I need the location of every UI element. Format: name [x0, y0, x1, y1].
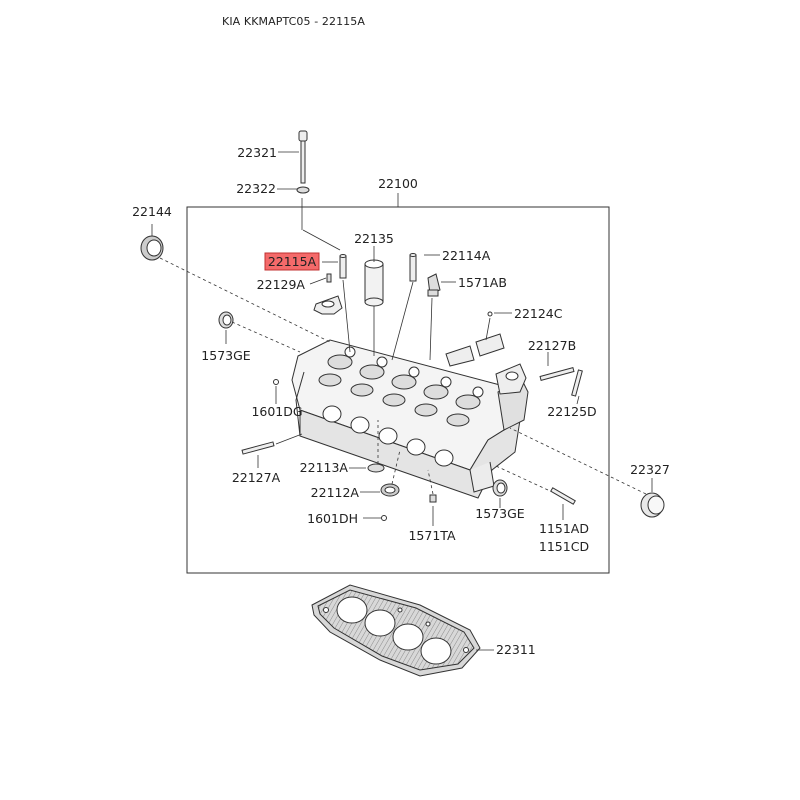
label-22124C[interactable]: 22124C	[514, 306, 563, 321]
callout-labels: 22321 22322 22100 22144 22135 22114A 221…	[132, 145, 670, 657]
end-plug	[640, 492, 665, 518]
cam-cap-rear	[495, 363, 527, 395]
dot-22124c	[487, 311, 493, 317]
label-22135[interactable]: 22135	[354, 231, 394, 246]
label-22125D[interactable]: 22125D	[547, 404, 596, 419]
cap-1571ta	[429, 494, 437, 503]
stud-22127b	[539, 367, 575, 381]
label-22127A[interactable]: 22127A	[232, 470, 281, 485]
stud-22127a	[241, 441, 275, 455]
plug-1573ge-left	[218, 311, 234, 329]
cylinder-head	[291, 339, 529, 499]
label-1571AB[interactable]: 1571AB	[458, 275, 507, 290]
label-22322[interactable]: 22322	[236, 181, 276, 196]
highlight-box	[264, 252, 320, 271]
bolt-washer	[296, 186, 310, 194]
dot-1601dh	[381, 515, 387, 521]
label-1601DH[interactable]: 1601DH	[307, 511, 358, 526]
stud-22125d	[571, 369, 583, 397]
label-22115A[interactable]: 22115A	[268, 254, 317, 269]
dot-1601dg	[273, 379, 279, 385]
valve-guide-intake	[409, 253, 417, 282]
gasket-22112a	[380, 483, 400, 497]
label-1601DG[interactable]: 1601DG	[251, 404, 302, 419]
cap-1571ab	[427, 273, 441, 297]
label-22327[interactable]: 22327	[630, 462, 670, 477]
plug-1573ge-right	[492, 479, 508, 497]
head-bolt	[298, 130, 308, 184]
label-1573GE-left[interactable]: 1573GE	[201, 348, 250, 363]
label-22127B[interactable]: 22127B	[528, 338, 576, 353]
oil-seal-left	[140, 235, 164, 261]
label-1571TA[interactable]: 1571TA	[408, 528, 455, 543]
label-22113A[interactable]: 22113A	[300, 460, 349, 475]
cam-cap-front	[313, 295, 343, 315]
head-gasket	[311, 584, 481, 677]
label-22129A[interactable]: 22129A	[257, 277, 306, 292]
label-1151CD[interactable]: 1151CD	[539, 539, 589, 554]
label-22114A[interactable]: 22114A	[442, 248, 491, 263]
label-1151AD[interactable]: 1151AD	[539, 521, 589, 536]
spark-plug-tube	[364, 259, 384, 307]
leader-lines	[151, 151, 653, 651]
dowel-pin	[326, 273, 332, 283]
label-22311[interactable]: 22311	[496, 642, 536, 657]
label-22100[interactable]: 22100	[378, 176, 418, 191]
label-1573GE-right[interactable]: 1573GE	[475, 506, 524, 521]
cam-cap-mid	[445, 333, 505, 367]
stud-1151	[550, 487, 576, 505]
page-title: KIA KKMAPTC05 - 22115A	[222, 15, 365, 28]
label-22144[interactable]: 22144	[132, 204, 172, 219]
label-22321[interactable]: 22321	[237, 145, 277, 160]
label-22112A[interactable]: 22112A	[311, 485, 360, 500]
valve-guide-exhaust	[339, 254, 347, 279]
gasket-22113a	[367, 463, 385, 473]
